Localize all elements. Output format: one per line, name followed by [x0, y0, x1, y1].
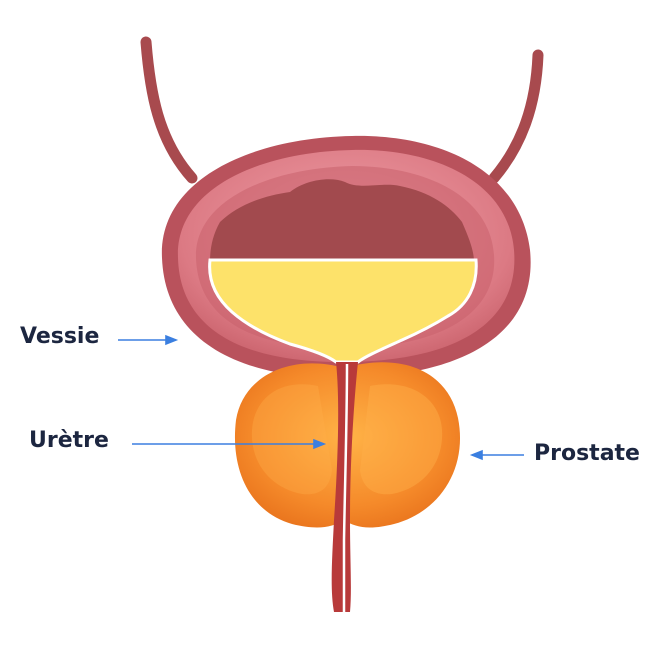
- label-prostate: Prostate: [534, 441, 640, 466]
- prostate-right-lobe-highlight: [360, 384, 443, 495]
- urethra-lumen: [342, 363, 349, 612]
- label-uretre: Urètre: [29, 428, 109, 453]
- right-ureter: [488, 49, 544, 184]
- prostate-left-lobe-highlight: [251, 384, 332, 495]
- label-vessie: Vessie: [20, 324, 100, 349]
- left-ureter: [140, 36, 198, 184]
- bladder-cavity: [210, 179, 474, 262]
